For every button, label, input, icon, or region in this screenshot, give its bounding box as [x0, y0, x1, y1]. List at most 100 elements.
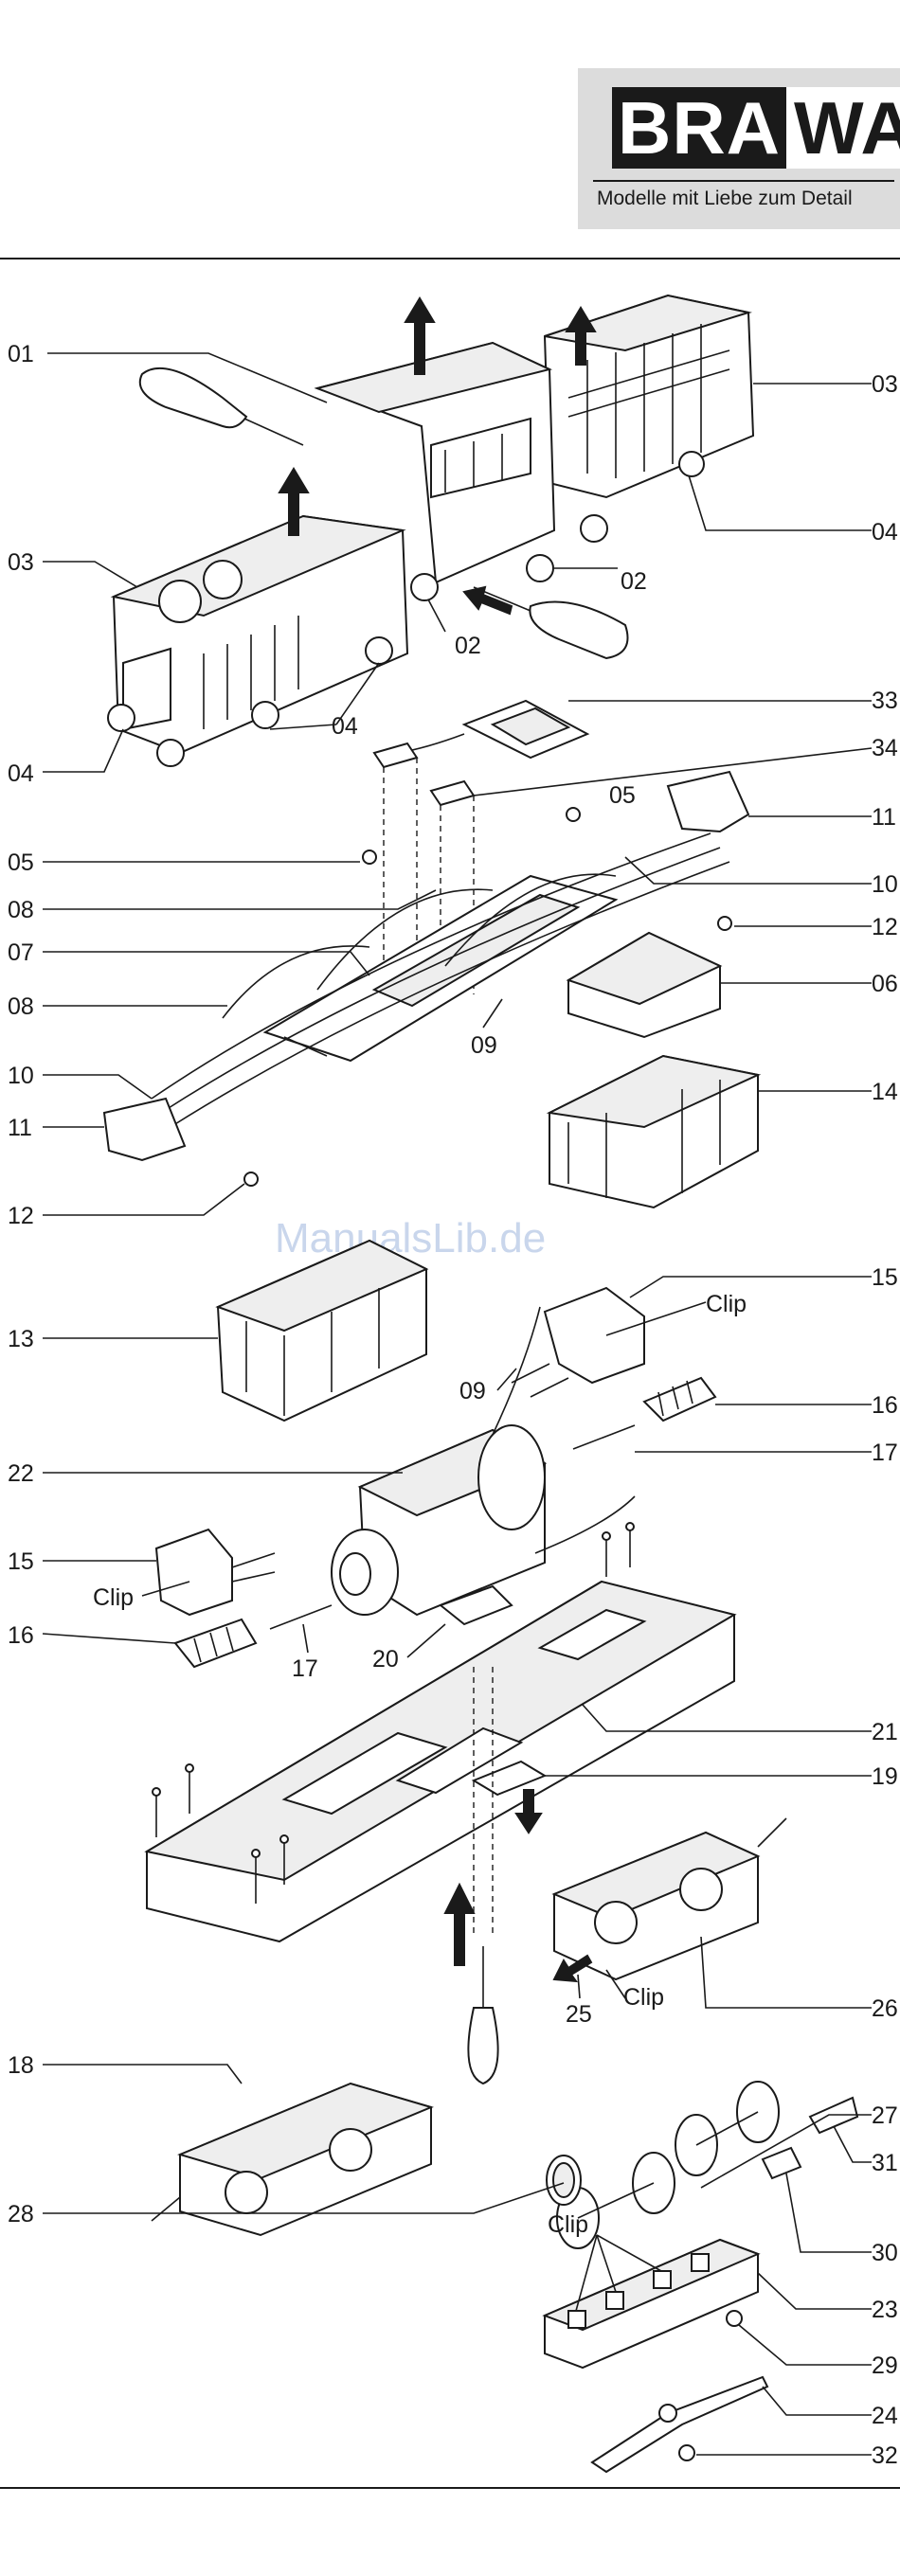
label-02-b: 02 [455, 633, 481, 659]
leader-17-left [303, 1624, 308, 1653]
label-07: 07 [8, 939, 34, 966]
shaft-17-left [270, 1605, 332, 1629]
screwdriver-right [474, 587, 628, 658]
label-25: 25 [566, 2001, 592, 2028]
label-20: 20 [372, 1646, 399, 1673]
label-19: 19 [872, 1763, 898, 1790]
part-worm-clip-right-15 [512, 1288, 644, 1397]
hook-04-mid [366, 637, 392, 664]
part-bogie-frame-23 [545, 2240, 758, 2368]
label-13: 13 [8, 1326, 34, 1352]
label-08-a: 08 [8, 897, 34, 923]
label-17-left: 17 [292, 1655, 318, 1682]
leader-04-left [43, 729, 123, 772]
label-06: 06 [872, 971, 898, 997]
label-18: 18 [8, 2052, 34, 2079]
label-05-left: 05 [8, 850, 34, 876]
hook-02-b [527, 555, 553, 581]
part-tire-28 [547, 2156, 581, 2205]
label-04-mid: 04 [332, 713, 358, 740]
label-clip-1: Clip [706, 1291, 747, 1317]
part-light-unit-left [104, 1099, 185, 1160]
wire-09-motor [493, 1307, 540, 1435]
part-worm-clip-left-15 [156, 1530, 275, 1615]
watermark-text: ManualsLib.de [275, 1215, 546, 1261]
part-block-30 [763, 2148, 801, 2178]
leader-15-right [630, 1277, 872, 1297]
label-15-right: 15 [872, 1264, 898, 1291]
label-05-mid: 05 [609, 782, 636, 809]
label-30: 30 [872, 2240, 898, 2266]
label-10-left: 10 [8, 1063, 34, 1089]
leader-23 [758, 2273, 872, 2309]
shaft-17-right [573, 1425, 635, 1449]
leader-16-left [43, 1634, 175, 1643]
part-worm-right-16 [644, 1378, 715, 1421]
label-09-a: 09 [471, 1032, 497, 1059]
label-02-a: 02 [621, 568, 647, 595]
arrow-up-screwdriver [445, 1885, 474, 1965]
leader-08-a [43, 890, 436, 909]
leader-29 [739, 2325, 872, 2365]
label-14: 14 [872, 1079, 898, 1105]
label-clip-4: Clip [548, 2211, 588, 2238]
leader-10-right [625, 857, 872, 884]
leader-24 [763, 2387, 872, 2415]
leader-26 [701, 1937, 872, 2008]
hook-04-top [679, 452, 704, 476]
part-bogie-18 [152, 2084, 431, 2235]
leader-07 [43, 952, 369, 975]
label-22: 22 [8, 1460, 34, 1487]
hook-04-right [581, 515, 607, 542]
label-11-right: 11 [872, 804, 896, 831]
part-motor-frame-14 [549, 1056, 758, 1208]
label-32: 32 [872, 2442, 898, 2469]
label-08-b: 08 [8, 993, 34, 1020]
hook-04-left-a [108, 705, 135, 731]
part-screw-29 [727, 2311, 742, 2326]
label-23: 23 [872, 2297, 898, 2323]
label-16-left: 16 [8, 1622, 34, 1649]
part-wheelset-27 [557, 2082, 779, 2248]
label-27: 27 [872, 2102, 898, 2129]
leader-31 [834, 2126, 872, 2162]
label-16-right: 16 [872, 1392, 898, 1419]
leader-03-left [43, 562, 137, 587]
label-04-left: 04 [8, 760, 34, 787]
label-15-left: 15 [8, 1548, 34, 1575]
label-12-right: 12 [872, 914, 898, 940]
leader-10-left [43, 1075, 152, 1099]
label-34: 34 [872, 735, 898, 761]
label-31: 31 [872, 2150, 898, 2176]
part-light-unit-right [668, 772, 748, 832]
label-28: 28 [8, 2201, 34, 2227]
label-10-right: 10 [872, 871, 898, 898]
leader-25 [578, 1975, 580, 1998]
part-spring-plate-24 [592, 2377, 767, 2472]
leader-02-b [428, 599, 445, 632]
label-29: 29 [872, 2352, 898, 2379]
screwdriver-top [140, 368, 303, 445]
label-clip-3: Clip [623, 1984, 664, 2011]
part-gear-housing-13 [218, 1241, 426, 1421]
part-interface-plug [374, 743, 474, 805]
label-33: 33 [872, 688, 898, 714]
label-21: 21 [872, 1719, 898, 1745]
hook-02-a [411, 574, 438, 600]
label-09-b: 09 [459, 1378, 486, 1404]
hook-04-mid-b [252, 702, 279, 728]
leader-12-left [43, 1184, 244, 1215]
part-motor-22 [332, 1425, 545, 1615]
part-bogie-26 [554, 1818, 786, 1979]
hook-04-left-b [157, 740, 184, 766]
leader-30 [786, 2174, 872, 2252]
label-17-right: 17 [872, 1440, 898, 1466]
label-03-left: 03 [8, 549, 34, 576]
label-26: 26 [872, 1995, 898, 2022]
screwdriver-bottom [468, 1946, 497, 2084]
leader-20 [407, 1624, 445, 1657]
leader-18 [43, 2065, 242, 2084]
label-01: 01 [8, 341, 34, 367]
label-03-right: 03 [872, 371, 898, 398]
